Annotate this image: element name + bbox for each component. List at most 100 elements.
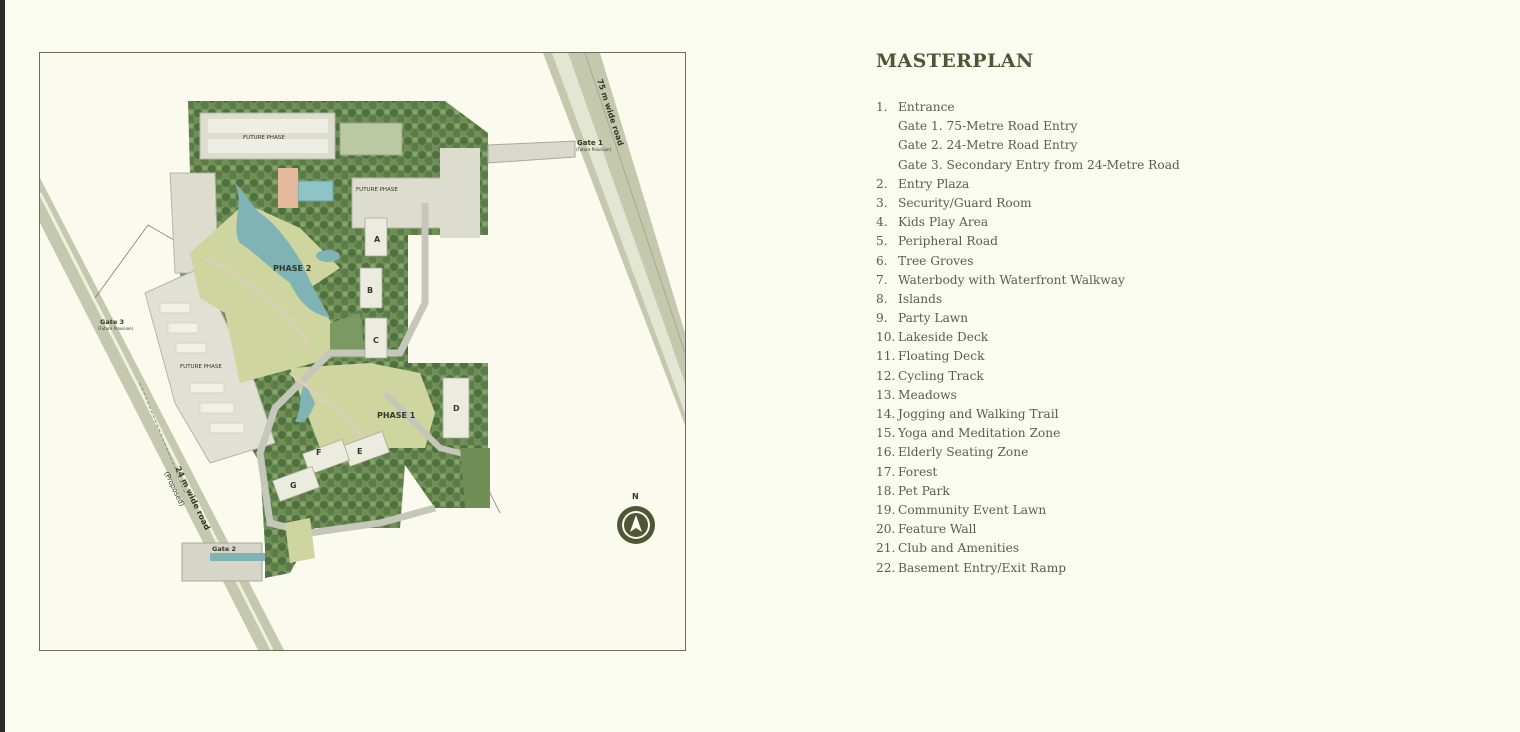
legend-number: 6. (876, 253, 888, 268)
phase1-label: PHASE 1 (377, 411, 416, 420)
legend-number: 15. (876, 426, 896, 441)
legend-number: 5. (876, 234, 888, 249)
tower-label-a: A (374, 235, 381, 244)
legend-item: 5. Peripheral Road (876, 232, 1180, 251)
legend-number: 21. (876, 541, 896, 556)
future-phase-top (199, 112, 336, 160)
legend-label: Yoga and Meditation Zone (898, 426, 1061, 441)
legend-item: 22.Basement Entry/Exit Ramp (876, 559, 1180, 578)
legend-label: Lakeside Deck (898, 330, 989, 345)
legend-item: 14.Jogging and Walking Trail (876, 405, 1180, 424)
legend-number: 12. (876, 368, 896, 383)
legend-item: 17.Forest (876, 463, 1180, 482)
legend-label: Entrance (898, 100, 955, 114)
legend-number: 4. (876, 215, 888, 230)
legend-item: 8. Islands (876, 290, 1180, 309)
legend-number: 20. (876, 522, 896, 537)
road-75m (543, 53, 685, 425)
legend-number: 19. (876, 502, 896, 517)
legend-label: Jogging and Walking Trail (898, 407, 1059, 421)
legend-label: Feature Wall (898, 522, 977, 537)
legend-label: Party Lawn (898, 311, 969, 326)
legend-item: 7. Waterbody with Waterfront Walkway (876, 271, 1180, 290)
towers-abc (359, 217, 388, 359)
legend-label: Kids Play Area (898, 215, 989, 230)
legend-item: 15.Yoga and Meditation Zone (876, 424, 1180, 443)
legend-item: 3. Security/Guard Room (876, 194, 1180, 213)
legend-label: Forest (898, 464, 938, 479)
legend-label: Peripheral Road (898, 234, 998, 249)
tower-label-g: G (290, 481, 297, 490)
legend-item: 20.Feature Wall (876, 520, 1180, 539)
peripheral-road (256, 203, 436, 537)
tower-label-d: D (453, 404, 460, 413)
gate1-label: Gate 1 (577, 139, 603, 147)
future-phase-label-club: FUTURE PHASE (356, 187, 398, 193)
gate3-note: (Future Provision) (98, 326, 134, 331)
legend-label: Floating Deck (898, 349, 985, 364)
legend-number: 11. (876, 349, 896, 364)
gate2-label: Gate 2 (212, 545, 236, 553)
legend-item: 12.Cycling Track (876, 367, 1180, 386)
legend-number: 1. (876, 100, 888, 114)
legend-number: 10. (876, 330, 896, 345)
legend-label: Tree Groves (898, 253, 974, 268)
legend-label: Cycling Track (898, 368, 984, 383)
legend-number: 3. (876, 195, 888, 210)
phase1-lawn (290, 363, 435, 463)
legend-label: Club and Amenities (898, 541, 1020, 556)
future-phase-label-top: FUTURE PHASE (243, 135, 285, 141)
tower-d (442, 377, 470, 439)
legend-item: 13.Meadows (876, 386, 1180, 405)
legend-label: Security/Guard Room (898, 195, 1032, 210)
legend-number: 17. (876, 464, 896, 479)
legend-item: 10.Lakeside Deck (876, 328, 1180, 347)
compass-n: N (632, 492, 639, 501)
legend-label: Meadows (898, 387, 957, 402)
masterplan-map: 75 m wide road 24 m wide road (Proposed) (39, 52, 686, 651)
legend-label: Elderly Seating Zone (898, 445, 1029, 460)
waterbody (235, 183, 330, 318)
legend-number: 14. (876, 407, 896, 421)
legend-number: 16. (876, 445, 896, 460)
legend-item: 21.Club and Amenities (876, 539, 1180, 558)
legend-label: Waterbody with Waterfront Walkway (898, 272, 1125, 287)
legend-subitem: Gate 1. 75-Metre Road Entry (898, 119, 1078, 134)
tower-labels: A B C D E F G (290, 235, 460, 490)
site-plan-drawing: 75 m wide road 24 m wide road (Proposed) (40, 53, 685, 650)
legend-subitem: Gate 3. Secondary Entry from 24-Metre Ro… (898, 157, 1180, 172)
gate3-label: Gate 3 (100, 318, 124, 326)
legend-number: 8. (876, 291, 888, 306)
legend-number: 9. (876, 311, 888, 326)
tower-label-c: C (373, 336, 379, 345)
legend-number: 2. (876, 176, 888, 191)
legend-item: 18.Pet Park (876, 482, 1180, 501)
legend-item: 1. Entrance (876, 98, 1180, 117)
gate1-note: (Future Provision) (576, 147, 612, 152)
legend-label: Pet Park (898, 483, 950, 498)
phase2-label: PHASE 2 (273, 264, 311, 273)
central-lawn (190, 203, 350, 383)
tower-label-f: F (316, 448, 321, 457)
page-title: MASTERPLAN (876, 50, 1034, 72)
legend-label: Islands (898, 291, 943, 306)
towers-efg (271, 430, 391, 503)
legend-number: 18. (876, 483, 896, 498)
legend-label: Entry Plaza (898, 176, 970, 191)
legend-label: Basement Entry/Exit Ramp (898, 560, 1067, 575)
tower-label-b: B (367, 286, 373, 295)
legend-number: 7. (876, 272, 888, 287)
legend-number: 22. (876, 560, 896, 575)
window-edge (0, 0, 5, 732)
compass (617, 506, 655, 544)
legend-item: 2. Entry Plaza (876, 175, 1180, 194)
legend-item: 9. Party Lawn (876, 309, 1180, 328)
legend-subitem: Gate 2. 24-Metre Road Entry (898, 138, 1078, 153)
tower-label-e: E (357, 447, 362, 456)
legend-item: 16.Elderly Seating Zone (876, 443, 1180, 462)
legend-item: 19.Community Event Lawn (876, 501, 1180, 520)
legend-number: 13. (876, 387, 896, 402)
legend-item: 4. Kids Play Area (876, 213, 1180, 232)
future-phase-label-left: FUTURE PHASE (180, 364, 222, 370)
